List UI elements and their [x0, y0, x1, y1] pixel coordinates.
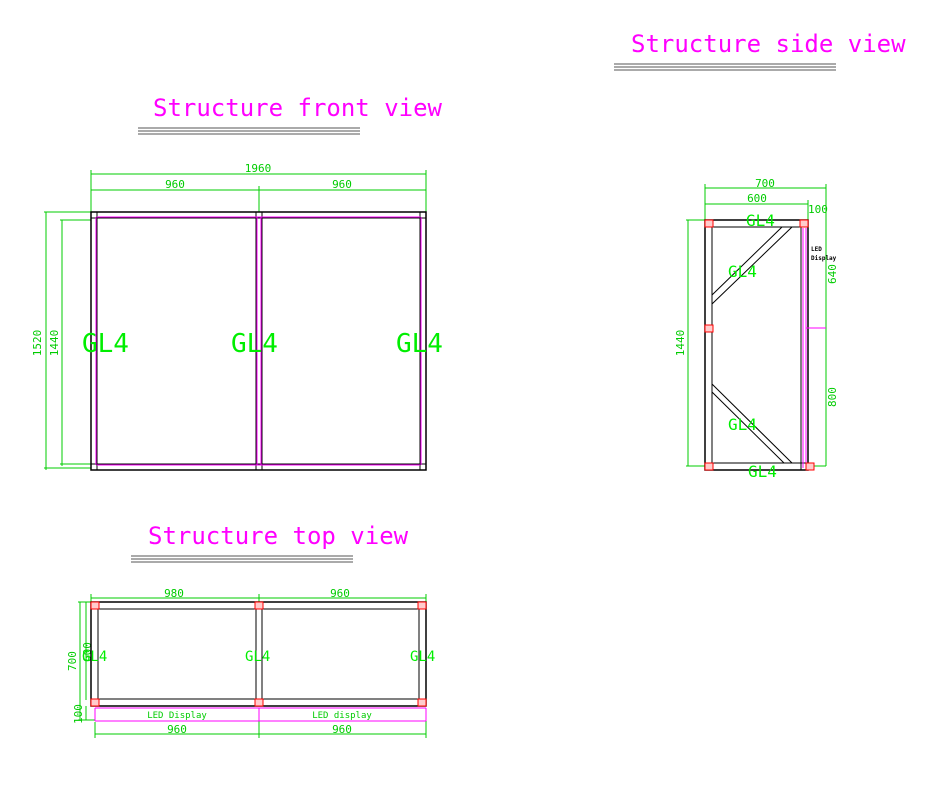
side-dim-offset: 100 [808, 203, 828, 216]
side-label-bottom: GL4 [748, 462, 777, 481]
side-dim-total-width: 700 [755, 177, 775, 190]
front-dim-inner-height: 1440 [48, 330, 61, 357]
front-view: 1960 960 960 1520 1440 GL4 GL4 GL4 [31, 162, 443, 471]
top-dim-left-width: 980 [164, 587, 184, 600]
top-dim-offset: 100 [72, 704, 85, 724]
front-label-right: GL4 [396, 329, 443, 359]
top-view-title: Structure top view [148, 522, 409, 550]
top-dim-bottom-right: 960 [332, 723, 352, 736]
side-led-line1: LED [811, 246, 822, 253]
top-view-title-group: Structure top view [131, 522, 409, 563]
front-view-title-group: Structure front view [138, 94, 443, 135]
top-view: 980 960 700 600 100 [66, 587, 435, 738]
front-label-center: GL4 [231, 329, 278, 359]
side-dim-frame-width: 600 [747, 192, 767, 205]
front-dim-left-width: 960 [165, 178, 185, 191]
side-view-title: Structure side view [631, 30, 906, 58]
side-view: 700 600 100 1440 640 800 [674, 177, 839, 481]
top-led-right: LED display [312, 711, 372, 721]
side-dim-lower: 800 [826, 387, 839, 407]
side-view-title-group: Structure side view [614, 30, 906, 71]
side-label-upper-brace: GL4 [728, 262, 757, 281]
front-dim-right-width: 960 [332, 178, 352, 191]
top-label-center: GL4 [245, 649, 270, 665]
top-dim-depth: 700 [66, 651, 79, 671]
side-label-top: GL4 [746, 211, 775, 230]
top-dim-bottom-left: 960 [167, 723, 187, 736]
top-label-right: GL4 [410, 649, 435, 665]
front-label-left: GL4 [82, 329, 129, 359]
side-dim-height: 1440 [674, 330, 687, 357]
side-label-lower-brace: GL4 [728, 415, 757, 434]
side-led-line2: Display [811, 255, 837, 262]
front-dim-total-width: 1960 [245, 162, 272, 175]
front-view-title: Structure front view [153, 94, 443, 122]
front-dim-total-height: 1520 [31, 330, 44, 357]
top-dim-right-width: 960 [330, 587, 350, 600]
top-label-left: GL4 [82, 649, 107, 665]
top-led-left: LED Display [147, 711, 207, 721]
side-dim-upper: 640 [826, 264, 839, 284]
